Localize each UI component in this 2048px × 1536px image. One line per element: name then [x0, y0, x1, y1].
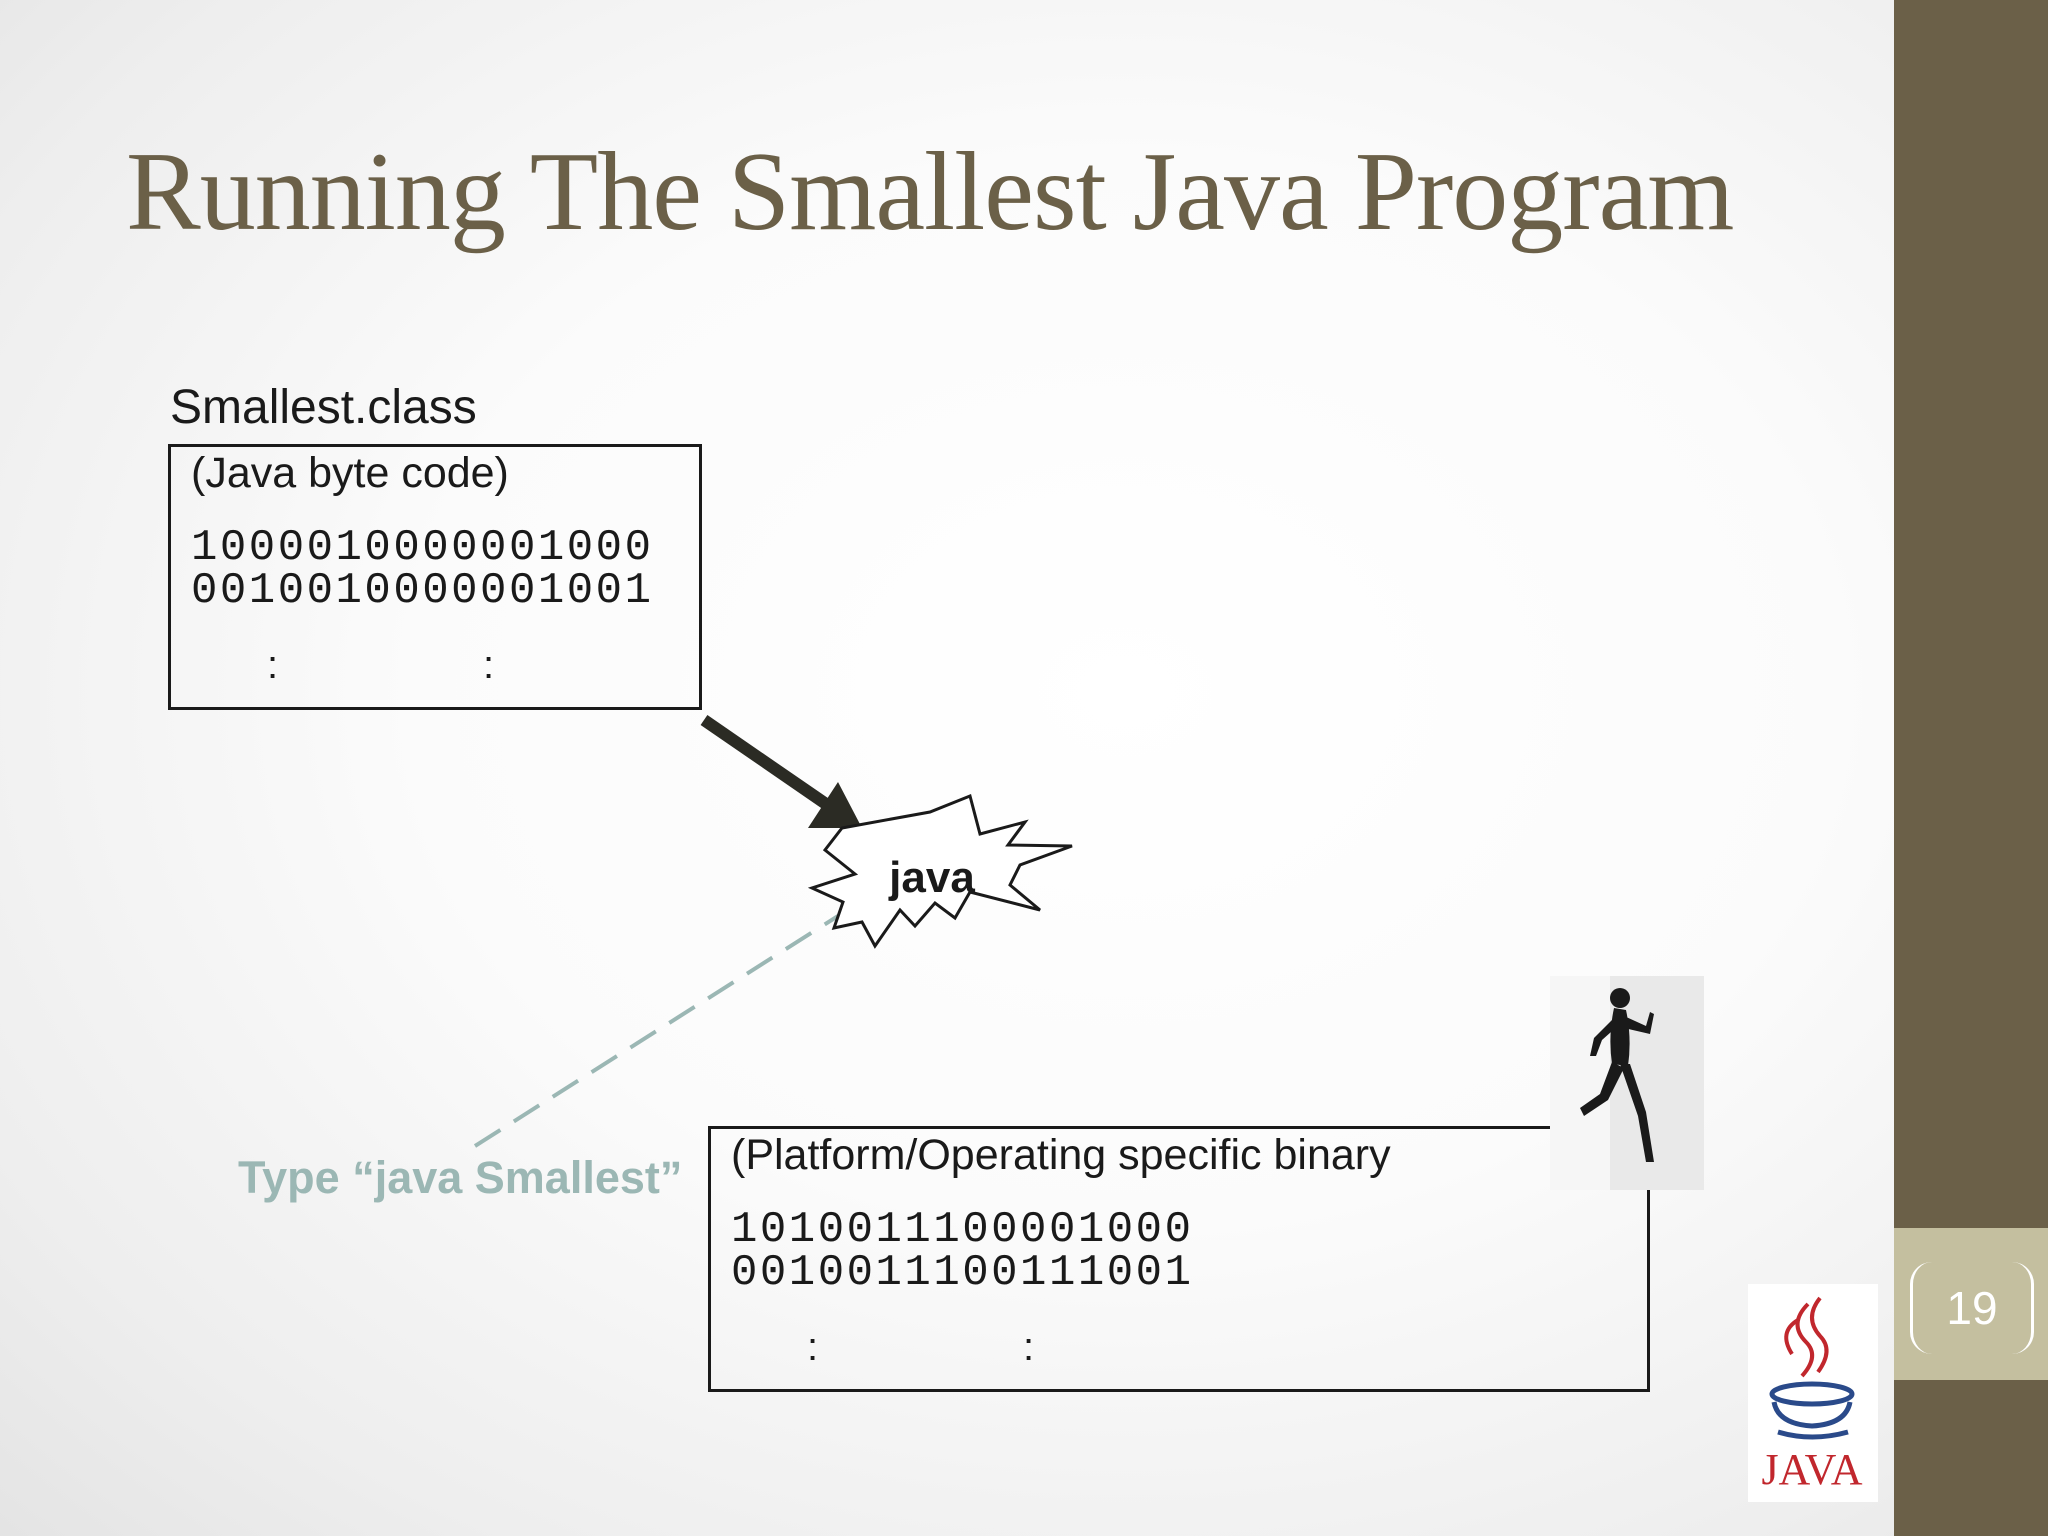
logo-text: JAVA [1761, 1445, 1862, 1494]
bytecode-bits: 1000010000001000 0010010000001001 [191, 526, 654, 616]
page-number: 19 [1910, 1262, 2034, 1354]
bytecode-box: (Java byte code) 1000010000001000 001001… [168, 444, 702, 710]
runner-silhouette-icon [1550, 976, 1704, 1190]
binary-box: (Platform/Operating specific binary 1010… [708, 1126, 1650, 1392]
arrow-head [808, 782, 862, 828]
bytecode-bits-line1: 1000010000001000 [191, 523, 654, 573]
page-number-tab [1894, 1228, 2048, 1380]
dashed-connector [473, 914, 840, 1148]
bytecode-ellipsis-right: : [483, 643, 495, 687]
slide-title: Running The Smallest Java Program [126, 130, 1734, 254]
bytecode-bits-line2: 0010010000001001 [191, 566, 654, 616]
bytecode-ellipsis-left: : [267, 643, 279, 687]
binary-heading: (Platform/Operating specific binary [731, 1131, 1391, 1179]
binary-bits-line2: 0010011100111001 [731, 1248, 1194, 1298]
interpreter-label: java [888, 853, 975, 902]
binary-ellipsis-left: : [807, 1325, 819, 1369]
binary-ellipsis-right: : [1023, 1325, 1035, 1369]
arrow-shaft [700, 715, 830, 809]
java-coffee-cup-logo: JAVA [1748, 1284, 1878, 1502]
binary-bits-line1: 1010011100001000 [731, 1205, 1194, 1255]
instruction-label: Type “java Smallest” [238, 1152, 683, 1203]
starburst-shape [807, 793, 1073, 949]
binary-bits: 1010011100001000 0010011100111001 [731, 1208, 1194, 1298]
bytecode-heading: (Java byte code) [191, 449, 509, 497]
class-file-label: Smallest.class [170, 381, 477, 434]
